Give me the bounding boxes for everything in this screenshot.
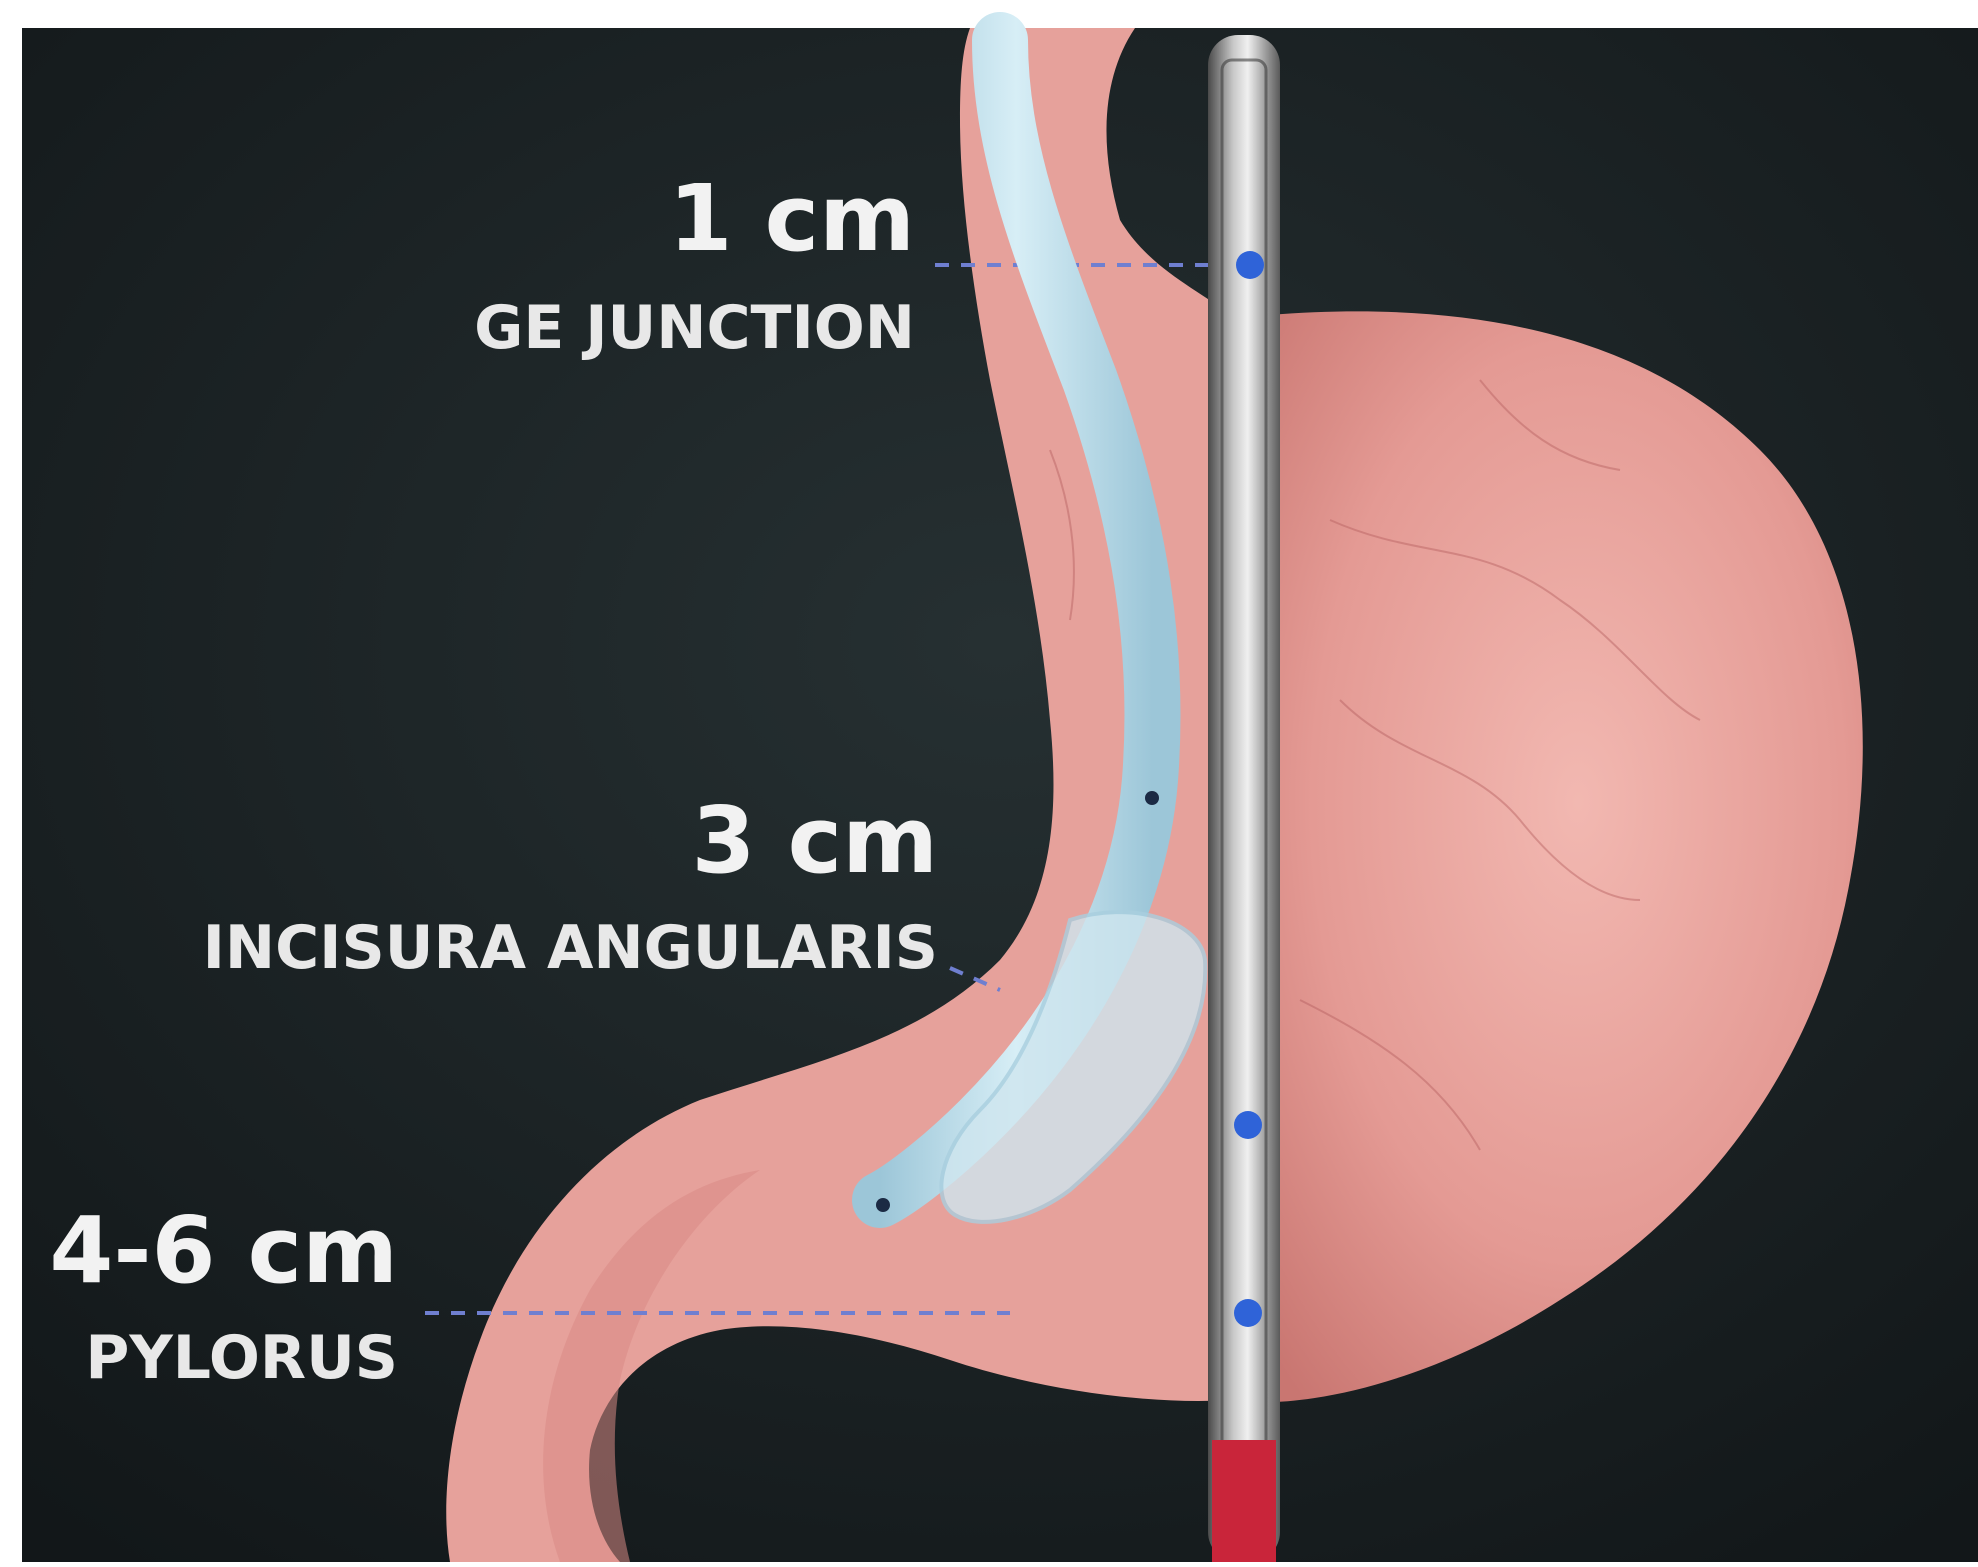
incisura-distance: 3 cm <box>692 787 938 894</box>
pylorus-distance: 4-6 cm <box>49 1197 398 1304</box>
stapler-red-tip <box>1212 1440 1276 1562</box>
marker-pylorus <box>1234 1299 1262 1327</box>
bougie-marker-upper <box>1145 791 1159 805</box>
marker-incisura <box>1234 1111 1262 1139</box>
pylorus-label: PYLORUS <box>85 1323 398 1393</box>
marker-ge-junction <box>1236 251 1264 279</box>
ge-junction-distance: 1 cm <box>669 165 915 272</box>
bougie-marker-tip <box>876 1198 890 1212</box>
ge-junction-label: GE JUNCTION <box>474 293 915 363</box>
incisura-label: INCISURA ANGULARIS <box>203 913 938 983</box>
